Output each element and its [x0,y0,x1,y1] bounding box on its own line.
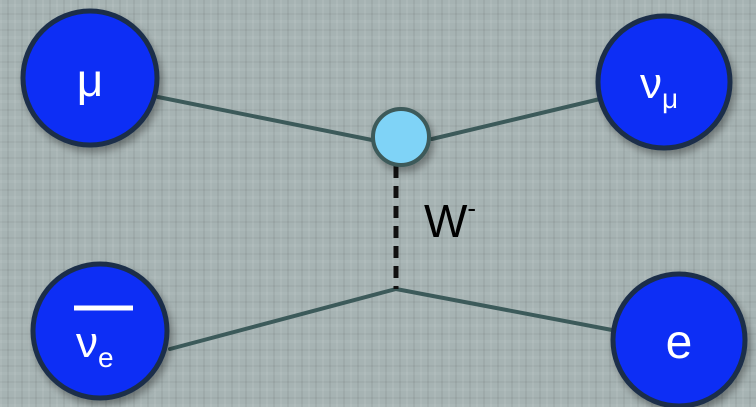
muon-neutrino-line [430,97,602,141]
electron-antineutrino-line [168,287,398,351]
interaction-vertex [371,107,431,167]
muon-circle [20,8,160,148]
electron-label: e [666,316,693,369]
electron-circle [610,271,748,407]
electron-line [394,287,614,332]
muon-line [156,95,374,142]
muon-neutrino-circle [595,13,733,151]
electron-antineutrino-label: νe [76,318,114,373]
electron-node [610,271,748,407]
w-boson-label: W- [424,193,476,247]
muon-label: μ [77,54,104,106]
muon-neutrino-node [595,13,733,151]
electron-antineutrino-circle [30,261,170,401]
muon-neutrino-label: νμ [640,59,678,114]
electron-antineutrino-node [30,261,170,401]
fermion-lines [156,95,614,351]
muon-node [20,8,160,148]
